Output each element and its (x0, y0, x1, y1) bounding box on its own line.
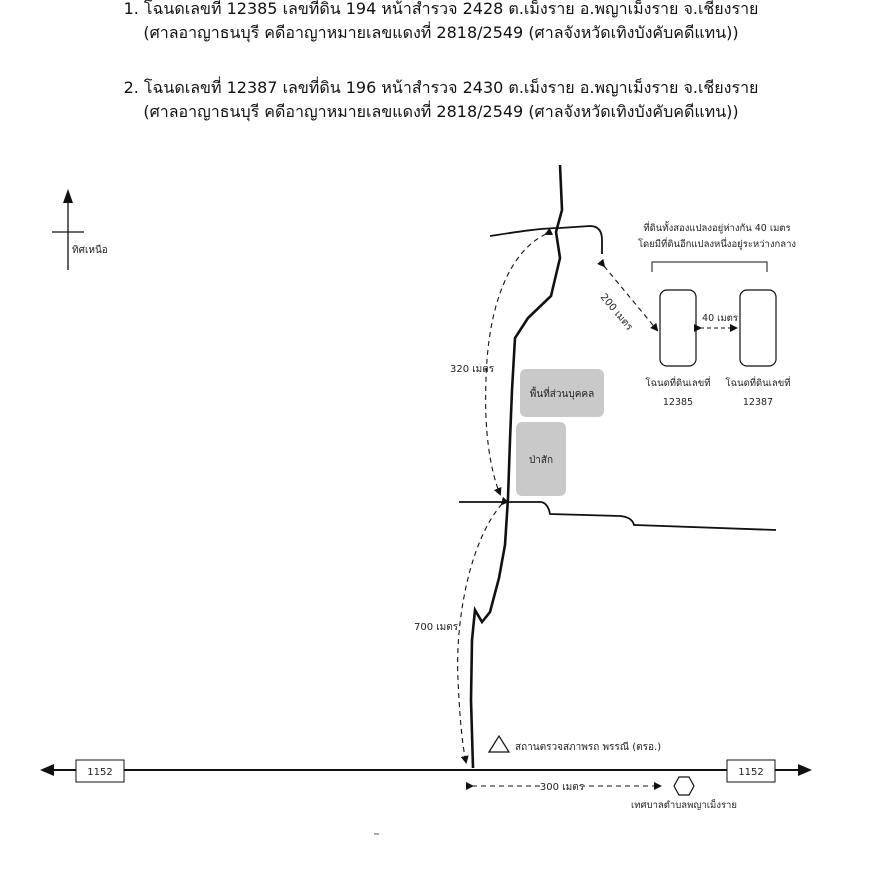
plot-left-label: โฉนดที่ดินเลขที่ (646, 376, 711, 389)
private-area-label: พื้นที่ส่วนบุคคล (530, 386, 594, 400)
highway-1152 (40, 764, 812, 776)
highway-left-label: 1152 (87, 767, 112, 778)
distance-200-label: 200 เมตร (598, 292, 635, 333)
header-item-1-line2: (ศาลอาญาธนบุรี คดีอาญาหมายเลขแดงที่ 2818… (143, 23, 739, 42)
inspection-station-triangle-icon (487, 734, 511, 753)
header-item-2-line1: 2. โฉนดเลขที่ 12387 เลขที่ดิน 196 หน้าสำ… (123, 78, 759, 97)
distance-700-label: 700 เมตร (414, 622, 459, 633)
plot-gap-label: 40 เมตร (702, 313, 738, 324)
plots-bracket (651, 261, 768, 272)
header-item-1: 1. โฉนดเลขที่ 12385 เลขที่ดิน 194 หน้าสำ… (0, 0, 882, 45)
highway-sign-left: 1152 (75, 759, 125, 783)
distance-200-arrow (597, 258, 659, 332)
lower-crossroad (459, 501, 777, 531)
inspection-station-label: สถานตรวจสภาพรถ พรรณี (ตรอ.) (515, 741, 661, 753)
plot-12385 (659, 289, 697, 367)
private-area (520, 369, 604, 417)
distance-300-label: 300 เมตร (540, 782, 585, 793)
distance-700-arrow (457, 496, 509, 764)
forest-area (516, 422, 566, 496)
plot-12387 (739, 289, 777, 367)
highway-sign-right: 1152 (726, 759, 776, 783)
header-item-2: 2. โฉนดเลขที่ 12387 เลขที่ดิน 196 หน้าสำ… (0, 76, 882, 124)
plot-right-number: 12387 (743, 397, 773, 408)
header-item-2-line2: (ศาลอาญาธนบุรี คดีอาญาหมายเลขแดงที่ 2818… (143, 102, 739, 121)
north-arrow-icon (52, 189, 84, 270)
forest-area-label: ป่าสัก (529, 455, 553, 466)
highway-right-label: 1152 (738, 767, 763, 778)
municipality-label: เทศบาลตำบลพญาเม็งราย (631, 798, 737, 811)
north-label: ทิศเหนือ (72, 244, 108, 256)
distance-320-label: 320 เมตร (450, 364, 495, 375)
plots-note-line2: โดยมีที่ดินอีกแปลงหนึ่งอยู่ระหว่างกลาง (638, 237, 796, 250)
distance-320-arrow (485, 227, 554, 496)
plots-note-line1: ที่ดินทั้งสองแปลงอยู่ห่างกัน 40 เมตร (643, 221, 790, 234)
header-item-1-line1: 1. โฉนดเลขที่ 12385 เลขที่ดิน 194 หน้าสำ… (123, 0, 759, 18)
plot-left-number: 12385 (663, 397, 693, 408)
plot-right-label: โฉนดที่ดินเลขที่ (726, 376, 791, 389)
municipality-hexagon-icon (673, 776, 695, 796)
upper-crossroad (489, 225, 603, 254)
